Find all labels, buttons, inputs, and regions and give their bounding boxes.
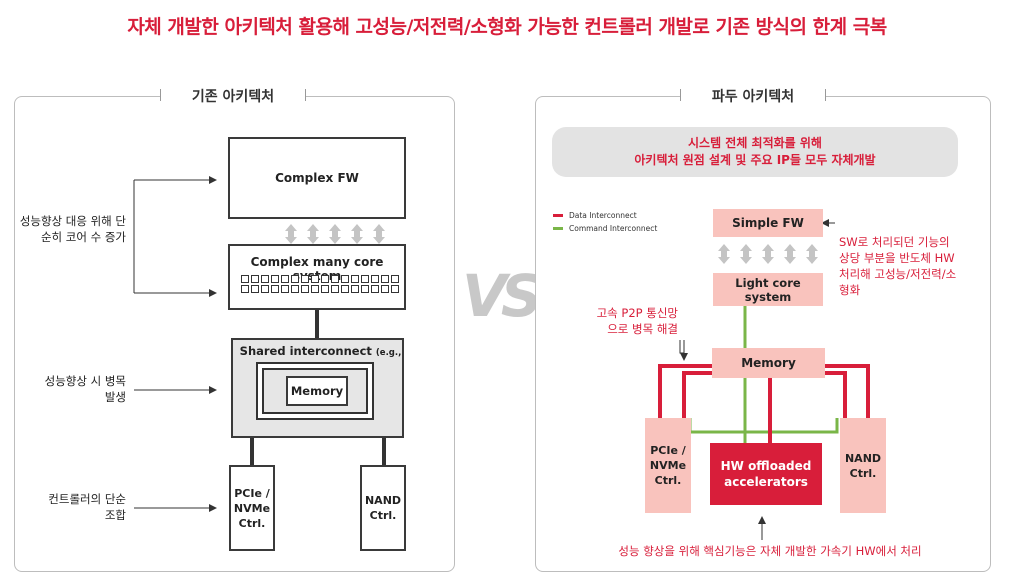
core-cell <box>261 285 269 293</box>
note-bottleneck: 성능향상 시 병목 발생 <box>44 374 126 404</box>
core-cell <box>301 275 309 283</box>
core-cell <box>291 275 299 283</box>
hw-accelerator-box: HW offloaded accelerators <box>710 443 822 505</box>
core-cell <box>251 275 259 283</box>
core-cell <box>301 285 309 293</box>
note-core-increase: 성능향상 대응 위해 단순히 코어 수 증가 <box>19 214 126 244</box>
interconnect-label: Shared interconnect <box>239 344 372 358</box>
core-cell <box>251 285 259 293</box>
core-cell <box>371 275 379 283</box>
page-title: 자체 개발한 아키텍처 활용해 고성능/저전력/소형화 가능한 컨트롤러 개발로… <box>127 16 887 38</box>
note-sw-offload: SW로 처리되던 기능의 상당 부분을 반도체 HW 처리해 고성능/저전력/소… <box>839 235 957 297</box>
core-cell <box>271 275 279 283</box>
core-cell <box>331 275 339 283</box>
fadu-nand-box: NAND Ctrl. <box>840 418 886 513</box>
legacy-nand-box: NAND Ctrl. <box>360 465 406 551</box>
fadu-panel-label: 파두 아키텍처 <box>680 86 826 106</box>
legacy-memory-box: Memory <box>286 376 348 406</box>
note-p2p: 고속 P2P 통신망으로 병목 해결 <box>596 306 678 336</box>
legend: Data Interconnect Command Interconnect <box>553 209 657 235</box>
light-core-system-box: Light core system <box>713 273 823 306</box>
core-cell <box>331 285 339 293</box>
core-cell <box>341 275 349 283</box>
core-cell <box>241 275 249 283</box>
core-cell <box>371 285 379 293</box>
core-cell <box>381 285 389 293</box>
legend-swatch-command <box>553 227 563 230</box>
bidirectional-arrows <box>285 224 385 244</box>
core-cell <box>281 275 289 283</box>
core-cell <box>311 275 319 283</box>
fadu-memory-box: Memory <box>712 348 825 378</box>
legend-data-interconnect: Data Interconnect <box>553 209 657 222</box>
legacy-panel-label: 기존 아키텍처 <box>160 86 306 106</box>
legend-swatch-data <box>553 214 563 217</box>
legend-command-interconnect: Command Interconnect <box>553 222 657 235</box>
core-cell <box>381 275 389 283</box>
core-cell <box>281 285 289 293</box>
core-cell <box>391 275 399 283</box>
core-cell <box>361 285 369 293</box>
banner-line-1: 시스템 전체 최적화를 위해 <box>688 136 822 150</box>
banner-line-2: 아키텍처 원점 설계 및 주요 IP들 모두 자체개발 <box>634 153 876 167</box>
simple-fw-box: Simple FW <box>713 209 823 237</box>
legacy-pcie-box: PCIe / NVMe Ctrl. <box>229 465 275 551</box>
core-cell <box>321 275 329 283</box>
core-cell <box>261 275 269 283</box>
fadu-pcie-box: PCIe / NVMe Ctrl. <box>645 418 691 513</box>
note-accelerator: 성능 향상을 위해 핵심기능은 자체 개발한 가속기 HW에서 처리 <box>618 544 922 558</box>
core-cell <box>341 285 349 293</box>
core-cell <box>391 285 399 293</box>
core-cell <box>361 275 369 283</box>
core-cell <box>351 285 359 293</box>
core-cell <box>311 285 319 293</box>
note-simple-combo: 컨트롤러의 단순 조합 <box>48 492 126 522</box>
core-cell <box>291 285 299 293</box>
core-grid <box>241 275 399 293</box>
design-banner: 시스템 전체 최적화를 위해 아키텍처 원점 설계 및 주요 IP들 모두 자체… <box>552 127 958 177</box>
core-cell <box>321 285 329 293</box>
core-cell <box>351 275 359 283</box>
versus-mark: VS <box>462 262 543 330</box>
core-cell <box>241 285 249 293</box>
core-cell <box>271 285 279 293</box>
complex-fw-box: Complex FW <box>228 137 406 219</box>
